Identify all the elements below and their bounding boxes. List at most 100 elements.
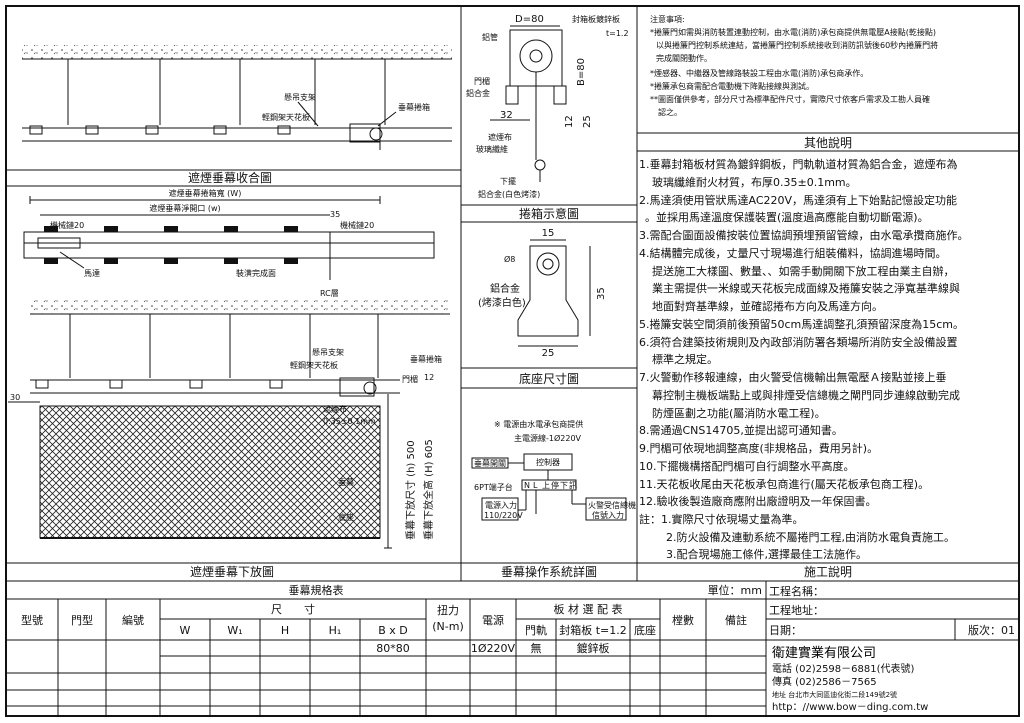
label-t1: N — [524, 481, 530, 490]
header-BxD: B x D — [378, 624, 408, 637]
label-ceiling: 輕鋼架天花板 — [262, 112, 310, 122]
label-controller: 控制器 — [536, 457, 560, 467]
label-box-width: 遮煙垂幕捲箱寬 (W) — [169, 188, 242, 198]
label-rc: RC層 — [320, 289, 339, 298]
label-box-2: 垂幕捲箱 — [410, 354, 442, 364]
label-terminal: 6PT端子台 — [474, 482, 513, 492]
other-line: 地面對齊基準線，並確認捲布方向及馬達方向。 — [652, 299, 883, 313]
elevation-view: RC層 懸吊支架 輕鋼架天花板 垂幕捲箱 門楣 12 30 遮煙布 0.35±0… — [8, 289, 450, 579]
label-t5: 下 — [560, 481, 568, 490]
label-t: t=1.2 — [606, 29, 629, 38]
company-address: 地址 台北市大同區迪化街二段149號2號 — [772, 690, 897, 699]
label-limit: 垂幕開關 — [474, 458, 506, 468]
header-size: 尺 寸 — [271, 602, 315, 616]
header-rail: 門軌 — [525, 623, 547, 637]
label-note1: ※ 電源由水電承包商提供 — [494, 419, 583, 429]
header-model: 型號 — [21, 613, 43, 627]
label-ceiling-2: 輕鋼架天花板 — [290, 360, 338, 370]
label-t3: 上 — [542, 481, 550, 490]
header-door: 門型 — [71, 613, 93, 627]
other-line: 提送施工大樣圖、數量、、如需手動開關下放工程由業主自辦， — [652, 264, 955, 278]
label-dim-15: 15 — [542, 228, 555, 239]
label-cloth-thk: 0.35±0.1mm — [323, 417, 376, 426]
spec-table: 垂幕規格表 單位：mm 型號 門型 編號 尺 寸 W W₁ H H₁ B x D… — [6, 581, 767, 716]
label-fiber: 玻璃纖維 — [476, 144, 508, 154]
label-lintel-alu: 門楣 — [474, 76, 490, 86]
label-power1: 電源入力 — [485, 500, 517, 510]
label-bar2: 鋁合金(白色烤漆) — [478, 189, 540, 199]
label-mat1: 鋁合金 — [490, 282, 520, 295]
label-bottom: 底座 — [338, 512, 354, 522]
cell-BxD: 80*80 — [376, 642, 410, 655]
other-line: 2.馬達須使用管狀馬達AC220V，馬達須有上下始點記憶設定功能 — [639, 193, 957, 207]
other-line: 幕控制主機板端點上或與排煙受信總機之閘門同步連線啟動完成 — [652, 388, 960, 402]
notice-line: *煙感器、中繼器及管線路裝設工程由水電(消防)承包商承作。 — [650, 68, 868, 78]
label-dim-30: 30 — [10, 393, 20, 402]
label-phi: Ø8 — [504, 254, 515, 264]
label-t4: 停 — [551, 480, 559, 490]
spec-title: 垂幕規格表 — [289, 583, 344, 597]
label-drop-h: 垂幕下放尺寸 (h) 500 — [404, 440, 417, 540]
label-box: 垂幕捲箱 — [398, 102, 430, 112]
header-remark: 備註 — [725, 614, 747, 627]
company-website: http：//www.bow－ding.com.tw — [772, 702, 928, 713]
label-hanger: 懸吊支架 — [284, 92, 316, 102]
other-line: 玻璃纖維耐火材質，布厚0.35±0.1mm。 — [652, 175, 857, 189]
other-line: 9.門楣可依現地調整高度(非規格品，費用另計)。 — [639, 441, 878, 455]
other-line: 6.須符合建築技術規則及內政部消防署各類場所消防安全設備設置 — [639, 335, 958, 349]
notice-title: 注意事項: — [650, 14, 685, 24]
label-plate: 封箱板鍍鋅板 — [572, 14, 620, 24]
caption-box: 捲箱示意圖 — [519, 206, 579, 221]
label-fire1: 火警受信總機 — [588, 500, 636, 510]
date-label: 日期： — [769, 624, 802, 637]
label-opening: 遮煙垂幕淨開口 (w) — [149, 203, 220, 213]
other-line: 2.防火設備及連動系統不屬捲門工程,由消防水電負責施工。 — [666, 530, 955, 544]
notice-line: 以與捲簾門控制系統連結，當捲簾門控制系統接收到消防訊號後60秒內捲簾門將 — [656, 40, 938, 50]
label-drop-H: 垂幕下放全高 (H) 605 — [422, 439, 435, 540]
other-line: 10.下擺機構搭配門楣可自行調整水平高度。 — [639, 459, 855, 473]
other-line: 。並採用馬達溫度保護裝置(溫度過高應能自動切斷電源)。 — [645, 210, 929, 224]
other-line: 11.天花板收尾由天花板承包商進行(屬天花板承包商工程)。 — [639, 477, 929, 491]
header-W: W — [180, 624, 191, 637]
spec-unit: 單位：mm — [708, 583, 762, 597]
company-tel: 電話 (02)2598－6881(代表號) — [772, 662, 915, 675]
company-fax: 傳真 (02)2586－7565 — [772, 675, 877, 688]
notice-line: 完成關閉動作。 — [656, 53, 712, 63]
header-base: 底座 — [634, 623, 656, 637]
frame — [5, 5, 1020, 717]
other-line: 1.垂幕封箱板材質為鍍鋅鋼板，門軌軌道材質為鋁合金，遮煙布為 — [639, 157, 958, 171]
header-torque-unit: (N-m) — [432, 620, 464, 633]
label-motor: 馬達 — [84, 268, 100, 278]
cell-power: 1Ø220V — [471, 642, 516, 655]
label-dim-25: 25 — [582, 115, 593, 128]
label-dim-12: 12 — [564, 115, 575, 128]
other-title: 其他說明 — [804, 135, 852, 150]
label-D: D=80 — [515, 14, 544, 25]
company-name: 衛建實業有限公司 — [772, 645, 876, 661]
label-dim-32: 32 — [500, 110, 513, 121]
label-cloth: 遮煙布 — [323, 404, 347, 414]
other-line: 7.火警動作移報連線，由火警受信機輸出無電壓Ａ接點並接上垂 — [639, 370, 947, 384]
project-address: 工程地址： — [769, 603, 824, 617]
caption-elevation: 遮煙垂幕下放圖 — [190, 564, 274, 579]
caption-control: 垂幕操作系統詳圖 — [501, 564, 597, 579]
header-number: 編號 — [122, 613, 144, 627]
label-dim-35-b: 35 — [596, 287, 607, 300]
notice-line: **圖面僅供參考，部分尺寸為標準配件尺寸，實際尺寸依客戶需求及工勘人員確 — [650, 94, 930, 104]
cell-rail: 無 — [531, 641, 542, 655]
label-dim-12: 12 — [424, 373, 434, 382]
other-line: 3.需配合圖面設備按裝位置協調預埋預留管線，由水電承攬商施作。 — [639, 228, 969, 242]
notice-line: *捲簾門如需與消防裝置連動控制，由水電(消防)承包商提供無電壓A接點(乾接點) — [650, 27, 936, 37]
label-power2: 110/220V — [484, 511, 523, 520]
notice-line: *捲簾承包商需配合電動機下降點接線與測試。 — [650, 81, 814, 91]
label-t6: 訊 — [569, 480, 577, 490]
other-line: 業主需提供一米線或天花板完成面線及捲簾安裝之淨寬基準線與 — [652, 281, 960, 295]
other-line: 註：1.實際尺寸依現場丈量為準。 — [639, 512, 804, 526]
control-diagram: ※ 電源由水電承包商提供 主電源線-1Ø220V 垂幕開關 控制器 6PT端子台… — [471, 419, 636, 579]
version-label: 版次：01 — [968, 623, 1015, 637]
label-curtain: 垂幕 — [338, 477, 354, 487]
other-line: 5.捲簾安裝空間須前後預留50cm馬達調整孔須預留深度為15cm。 — [639, 317, 964, 331]
header-material: 板 材 選 配 表 — [554, 602, 623, 616]
collapsed-drawing: 懸吊支架 輕鋼架天花板 垂幕捲箱 遮煙垂幕收合圖 — [22, 45, 452, 185]
